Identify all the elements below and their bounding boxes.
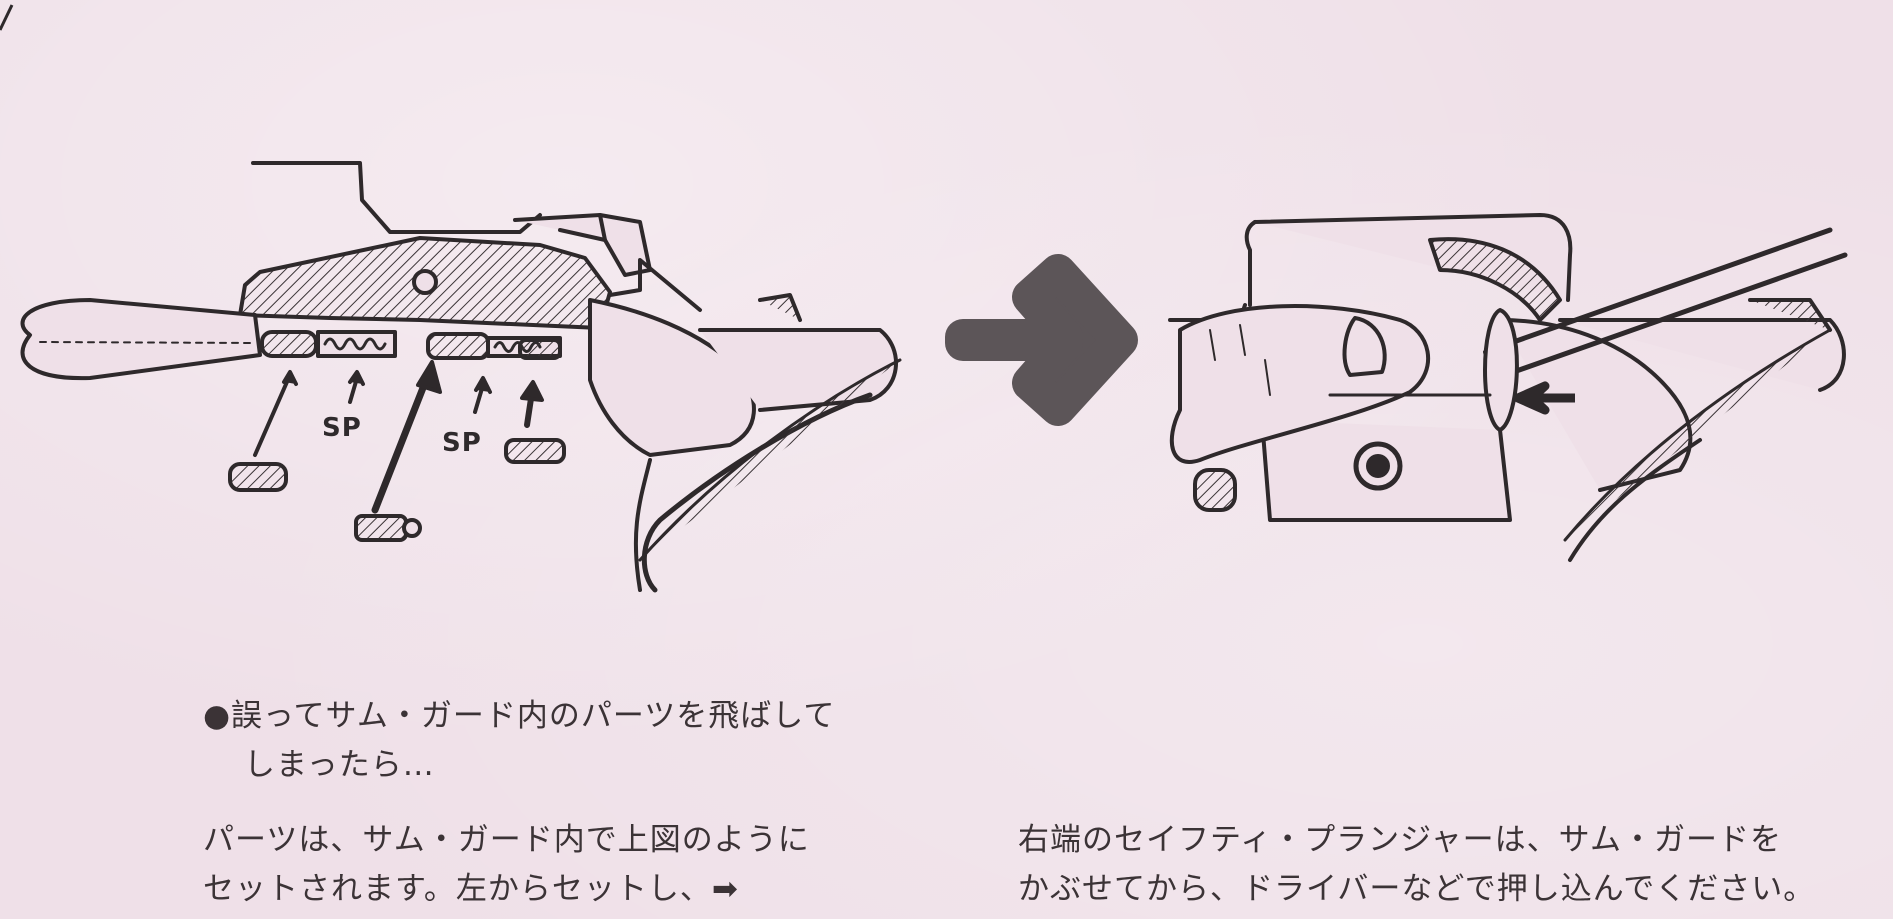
spring-label-1: SP xyxy=(322,413,362,443)
spring-label-2: SP xyxy=(442,428,482,458)
right-caption-line2: かぶせてから、ドライバーなどで押し込んでください。 xyxy=(1018,871,1816,907)
left-caption-line2: セットされます。左からセットし、➡ xyxy=(203,871,739,907)
plunger-insertion-illustration xyxy=(1168,213,1848,562)
bullet-note-line1: ●誤ってサム・ガード内のパーツを飛ばして xyxy=(203,698,836,734)
right-caption-line1: 右端のセイフティ・プランジャーは、サム・ガードを xyxy=(1018,822,1782,858)
left-caption-line1: パーツは、サム・ガード内で上図のように xyxy=(203,822,810,858)
right-arrow-icon xyxy=(945,254,1138,426)
bullet-note-line2: しまったら… xyxy=(244,747,435,783)
push-arrow-icon xyxy=(1513,381,1575,415)
